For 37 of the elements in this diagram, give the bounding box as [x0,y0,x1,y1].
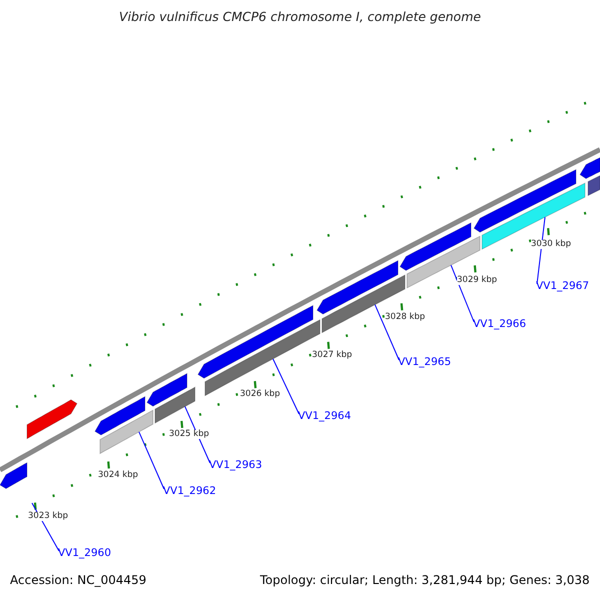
gene-bar [322,274,406,334]
footer-text: Topology: circular; Length: 3,281,944 bp; Genes: 3,038 [260,574,590,588]
gene-feature [94,396,146,436]
gene-feature [0,462,28,489]
scale-label: 3026 kbp [240,390,280,400]
gene-feature [580,157,600,179]
gene-feature [198,304,314,379]
title: Vibrio vulnificus CMCP6 chromosome I, complete genome [118,10,482,24]
gene-feature [400,222,472,271]
leader-line [138,431,164,490]
scale-label: 3028 kbp [385,313,426,322]
gene-label: VV1_2965 [398,357,452,369]
gene-feature [26,399,78,440]
gene-bar [482,182,586,250]
gene-feature [474,169,576,233]
leader-line [272,358,300,414]
gene-label: VV1_2960 [58,548,112,560]
leader-line [374,304,400,360]
gene-label: VV1_2967 [536,281,590,293]
gene-label: VV1_2964 [298,411,352,423]
scale-label: 3029 kbp [457,276,498,286]
scale-label: 3030 kbp [531,240,572,250]
gene-label: VV1_2966 [473,319,526,331]
gene-bar [406,236,480,288]
gene-label: VV1_2962 [163,486,216,498]
gene-feature [316,260,398,314]
gene-feature [146,372,188,407]
gene-bar [588,175,600,196]
footer-text: Accession: NC_004459 [10,574,146,588]
scale-label: 3025 kbp [169,430,210,440]
gene-label: VV1_2963 [209,460,262,472]
scale-label: 3024 kbp [98,471,138,480]
scale-label: 3023 kbp [28,512,68,522]
leader-line [450,264,474,322]
gene-bar [154,386,196,424]
scale-label: 3027 kbp [312,351,352,360]
gene-bar [100,410,154,454]
